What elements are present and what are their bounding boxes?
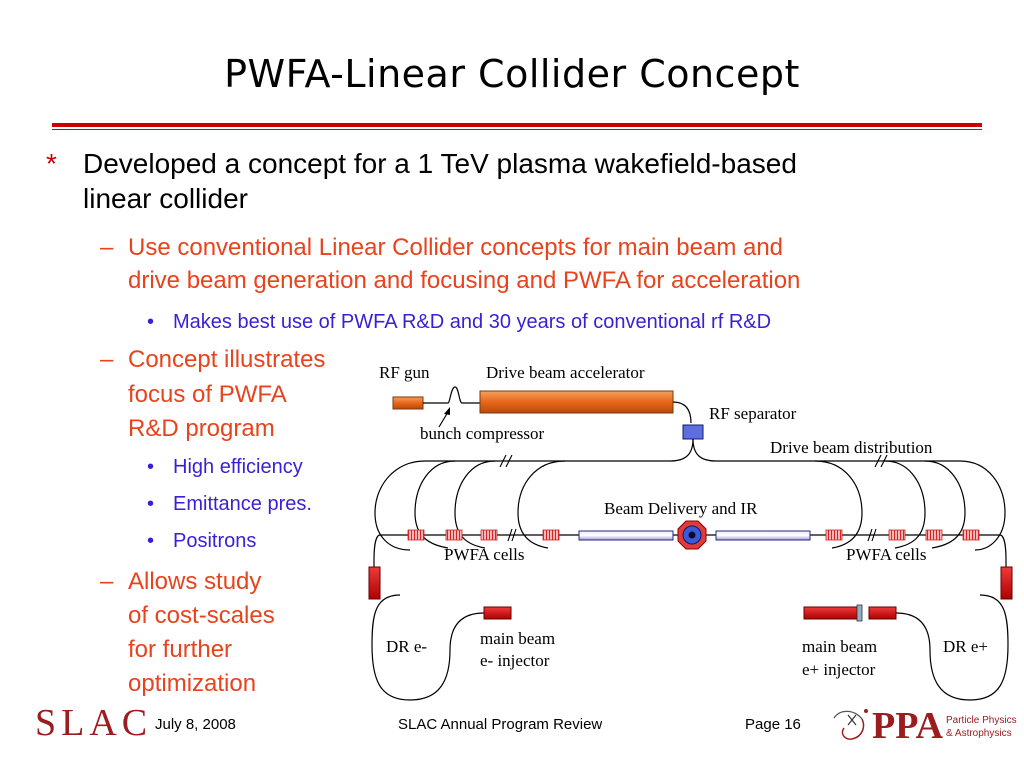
footer-event: SLAC Annual Program Review: [398, 716, 603, 733]
interaction-point-detector: [677, 520, 707, 550]
subbullet-text: focus of PWFA: [128, 381, 287, 408]
ppa-swirl-icon: [833, 709, 868, 740]
footer-page: Page 16: [745, 716, 801, 733]
beam-delivery-right: [715, 530, 811, 541]
ppa-subtitle-2: & Astrophysics: [946, 728, 1012, 739]
subsubbullet-text: High efficiency: [173, 456, 303, 478]
label-pwfa-cells-left: PWFA cells: [444, 545, 524, 564]
label-rf-separator: RF separator: [709, 404, 797, 423]
subbullet-text: of cost-scales: [128, 602, 275, 629]
drive-beam-accelerator: [479, 390, 674, 414]
label-pwfa-cells-right: PWFA cells: [846, 545, 926, 564]
detector-core: [688, 531, 696, 539]
pwfa-cell: [542, 529, 560, 541]
distribution-loop: [924, 460, 966, 549]
ppa-logo: PPA Particle Physics & Astrophysics: [826, 703, 1017, 753]
pwfa-cell: [480, 529, 498, 541]
title-divider: [52, 123, 982, 127]
label-injector-right: e+ injector: [802, 660, 876, 679]
subbullet-text: Concept illustrates: [128, 346, 326, 373]
subsubbullet-marker: •: [147, 311, 155, 333]
subbullet-marker: –: [100, 234, 114, 261]
damping-ring-e-plus: [895, 594, 1009, 701]
transfer-magnet-left: [368, 566, 381, 600]
pwfa-cell: [825, 529, 843, 541]
pwfa-cell: [407, 529, 425, 541]
pwfa-cell: [962, 529, 980, 541]
label-rf-gun: RF gun: [379, 363, 430, 382]
label-drive-beam-accelerator: Drive beam accelerator: [486, 363, 645, 382]
drive-beam-distribution-left: [374, 438, 694, 551]
bunch-compressor-chicane: [423, 386, 480, 404]
damping-ring-e-minus: [371, 594, 485, 701]
rf-separator: [682, 424, 704, 440]
subbullet-text: for further: [128, 636, 233, 663]
line-break-mark: [507, 528, 877, 542]
subsubbullet-text: Positrons: [173, 530, 257, 552]
pwfa-cell: [888, 529, 906, 541]
distribution-loop: [517, 460, 566, 549]
ppa-wordmark: PPA: [872, 705, 944, 747]
label-bunch-compressor: bunch compressor: [420, 424, 545, 443]
label-main-beam-left: main beam: [480, 629, 555, 648]
subsubbullet-text: Emittance pres.: [173, 493, 312, 515]
pwfa-cells-right: [825, 529, 980, 541]
drive-beam-bend: [672, 401, 692, 424]
e-plus-injector-source: [803, 606, 858, 620]
e-minus-injector: [483, 606, 512, 620]
pwfa-cell: [925, 529, 943, 541]
bullet-text: linear collider: [83, 183, 248, 214]
ppa-subtitle-1: Particle Physics: [946, 715, 1017, 726]
distribution-loop: [414, 460, 456, 549]
slide-title: PWFA-Linear Collider Concept: [224, 52, 800, 96]
bullet-marker: *: [46, 148, 57, 179]
slac-logo: SLAC: [35, 702, 153, 744]
subbullet-text: drive beam generation and focusing and P…: [128, 267, 801, 294]
title-divider-thin: [52, 129, 982, 130]
label-dr-e-plus: DR e+: [943, 637, 988, 656]
bunch-compressor-pointer: [438, 411, 449, 428]
footer-date: July 8, 2008: [155, 716, 236, 733]
distribution-loop: [454, 460, 496, 549]
e-plus-target: [856, 604, 863, 622]
subsubbullet-text: Makes best use of PWFA R&D and 30 years …: [173, 311, 772, 333]
subbullet-marker: –: [100, 346, 114, 373]
label-dr-e-minus: DR e-: [386, 637, 427, 656]
distribution-loop: [814, 460, 863, 549]
e-plus-injector: [868, 606, 897, 620]
subbullet-marker: –: [100, 568, 114, 595]
pwfa-cell: [445, 529, 463, 541]
label-injector-left: e- injector: [480, 651, 550, 670]
label-drive-beam-distribution: Drive beam distribution: [770, 438, 933, 457]
rf-gun: [392, 396, 424, 410]
beam-delivery-left: [578, 530, 674, 541]
subbullet-text: optimization: [128, 670, 257, 697]
drive-beam-distribution-right: [692, 438, 1006, 551]
return-line-left: [373, 534, 381, 595]
distribution-loop: [884, 460, 926, 549]
subbullet-text: Use conventional Linear Collider concept…: [128, 234, 784, 261]
subsubbullet-marker: •: [147, 456, 155, 478]
subsubbullet-marker: •: [147, 530, 155, 552]
bullet-text: Developed a concept for a 1 TeV plasma w…: [83, 148, 797, 179]
pwfa-cells-left: [407, 529, 560, 541]
transfer-magnet-right: [1000, 566, 1013, 600]
pointer-arrowhead: [444, 407, 450, 415]
line-break-mark: [499, 454, 888, 468]
label-main-beam-right: main beam: [802, 637, 877, 656]
subsubbullet-marker: •: [147, 493, 155, 515]
label-beam-delivery: Beam Delivery and IR: [604, 499, 758, 518]
subbullet-text: R&D program: [128, 415, 275, 442]
collider-diagram: RF gun Drive beam accelerator RF separat…: [368, 363, 1013, 701]
subbullet-text: Allows study: [128, 568, 262, 595]
return-line-right: [999, 534, 1007, 595]
